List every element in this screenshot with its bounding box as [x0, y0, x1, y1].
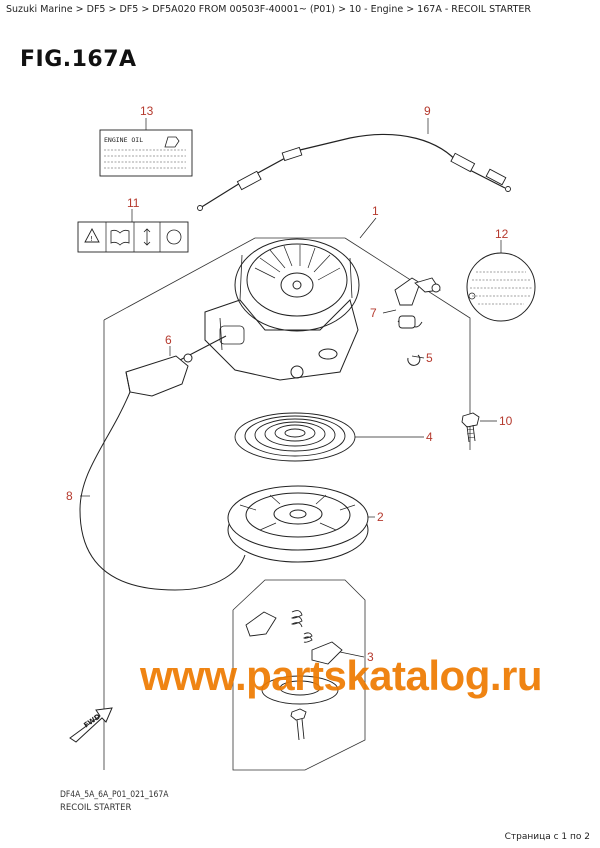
callout-13: 13	[140, 104, 154, 118]
leader-lines	[80, 118, 502, 658]
assembly-frame	[103, 237, 471, 770]
starter-handle[interactable]	[125, 335, 227, 397]
lower-frame	[232, 579, 366, 771]
callout-4: 4	[426, 430, 433, 444]
fwd-arrow: FWD	[69, 707, 113, 743]
callout-6: 6	[165, 333, 172, 347]
callout-3: 3	[367, 650, 374, 664]
callout-2: 2	[377, 510, 384, 524]
engine-oil-label-text: ENGINE OIL	[104, 136, 143, 144]
callout-8: 8	[66, 489, 73, 503]
bolt[interactable]	[461, 412, 480, 443]
callout-5: 5	[426, 351, 433, 365]
callout-1: 1	[372, 204, 379, 218]
starter-cable[interactable]	[197, 133, 511, 211]
engine-oil-label[interactable]: ENGINE OIL	[99, 129, 193, 177]
svg-text:!: !	[90, 235, 93, 243]
starter-lock-parts[interactable]	[394, 277, 441, 329]
callout-7: 7	[370, 306, 377, 320]
oil-can-icon	[164, 136, 180, 148]
warning-triangle-icon	[84, 228, 100, 243]
diagram-caption: RECOIL STARTER	[60, 803, 132, 813]
spiral-spring[interactable]	[234, 412, 356, 462]
round-decal[interactable]	[466, 252, 536, 322]
pull-arrow-icon	[143, 228, 151, 246]
starter-knob-icon	[166, 229, 182, 245]
starter-reel[interactable]	[227, 485, 369, 563]
recoil-housing[interactable]	[204, 238, 360, 381]
callout-numbers: 13 9 11 1 12 7 5 6 10 4 8 2 3	[66, 104, 513, 664]
pager: Страница с 1 по 2	[504, 832, 590, 842]
warning-label[interactable]: !	[77, 221, 189, 253]
diagram-code: DF4A_5A_6A_P01_021_167A	[60, 790, 169, 800]
callout-12: 12	[495, 227, 509, 241]
manual-book-icon	[110, 229, 130, 246]
callout-9: 9	[424, 104, 431, 118]
watermark: www.partskatalog.ru	[140, 652, 543, 699]
callout-11: 11	[127, 196, 140, 210]
breadcrumb[interactable]: Suzuki Marine > DF5 > DF5 > DF5A020 FROM…	[6, 4, 532, 15]
ratchet-parts[interactable]	[245, 610, 343, 741]
callout-10: 10	[499, 414, 513, 428]
starter-rope[interactable]	[79, 391, 246, 591]
figure-title: FIG.167A	[20, 47, 137, 72]
